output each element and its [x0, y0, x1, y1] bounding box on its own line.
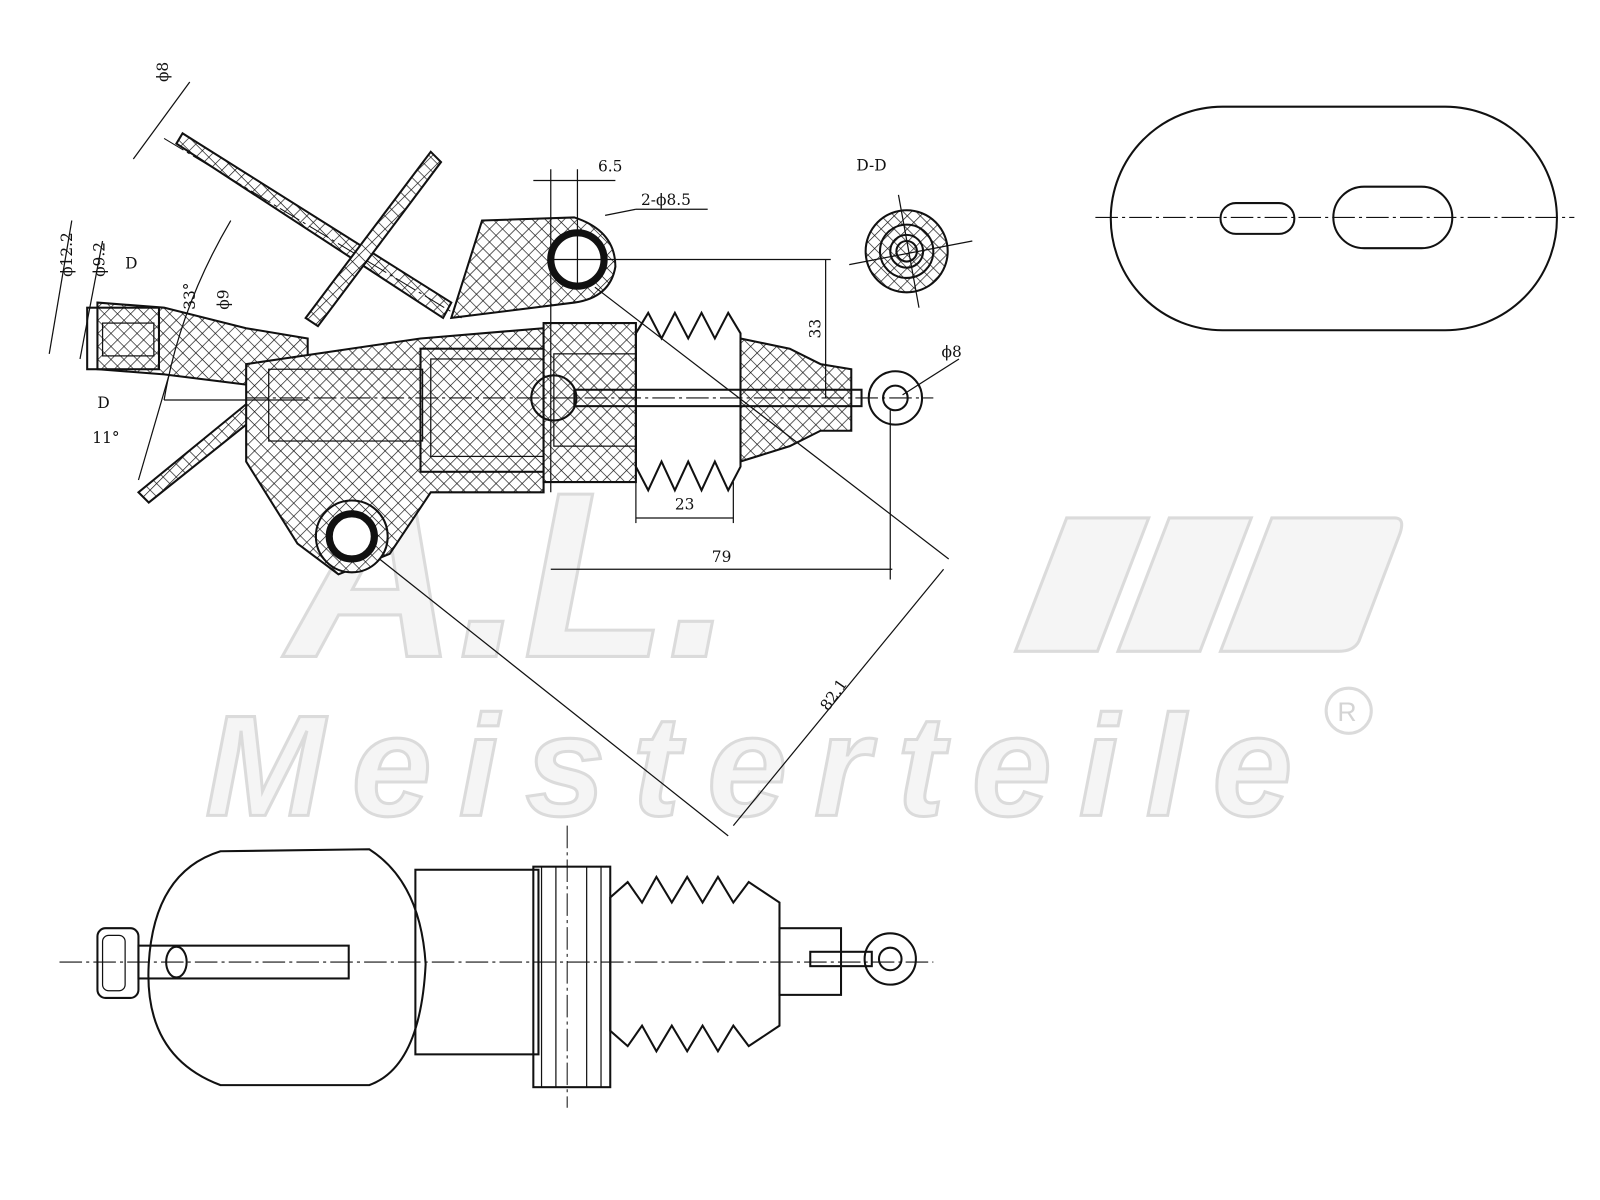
- dim-angle-inlet: 11°: [92, 429, 119, 447]
- dim-holes: 2-ϕ8.5: [641, 191, 691, 209]
- sleeve: [542, 322, 637, 484]
- reservoir-housing: [147, 848, 427, 1087]
- exterior-boot: [609, 874, 781, 1054]
- exterior-rod: [809, 950, 873, 968]
- dim-eye-dia: ϕ8: [942, 343, 962, 361]
- dimension-lines: [48, 81, 960, 837]
- master-cylinder-body: [245, 327, 545, 576]
- rib: [304, 150, 443, 328]
- section-label: D-D: [856, 156, 886, 174]
- mount-flange: [532, 865, 612, 1089]
- dim-bore-dia: ϕ9: [215, 289, 233, 309]
- section-view: ϕ8 6.5 2-ϕ8.5 D-D ϕ12.2 ϕ9.2 D D 33° ϕ9 …: [48, 62, 962, 837]
- dim-inlet-outer: ϕ12.2: [58, 232, 76, 277]
- dim-reservoir-dia: ϕ8: [154, 62, 172, 82]
- dim-inlet-inner: ϕ9.2: [91, 242, 109, 277]
- watermark-logo-bars: [1013, 516, 1404, 653]
- flange-outline-view: [1095, 105, 1575, 332]
- flange-outline: [1109, 105, 1558, 332]
- slot-small: [1219, 202, 1296, 235]
- rod-eye: [867, 370, 924, 426]
- section-mark-bottom: D: [97, 394, 109, 412]
- exterior-view: [59, 825, 934, 1108]
- registered-icon: [1324, 686, 1373, 735]
- registered-mark: R: [1337, 697, 1356, 727]
- dim-angle-reservoir: 33°: [181, 282, 199, 309]
- section-d-d-detail: [849, 194, 973, 308]
- dust-boot: [634, 310, 742, 493]
- watermark: A.L. Meisterteile R: [204, 441, 1404, 848]
- dim-length: 79: [712, 548, 732, 566]
- watermark-brand: Meisterteile: [205, 686, 1292, 846]
- section-mark-top: D: [125, 255, 137, 273]
- exterior-rod-eye: [863, 932, 917, 986]
- dim-height: 33: [807, 319, 825, 339]
- mount-hole-lower: [325, 510, 378, 563]
- dim-offset: 6.5: [598, 157, 622, 175]
- dim-boot-length: 23: [675, 496, 695, 514]
